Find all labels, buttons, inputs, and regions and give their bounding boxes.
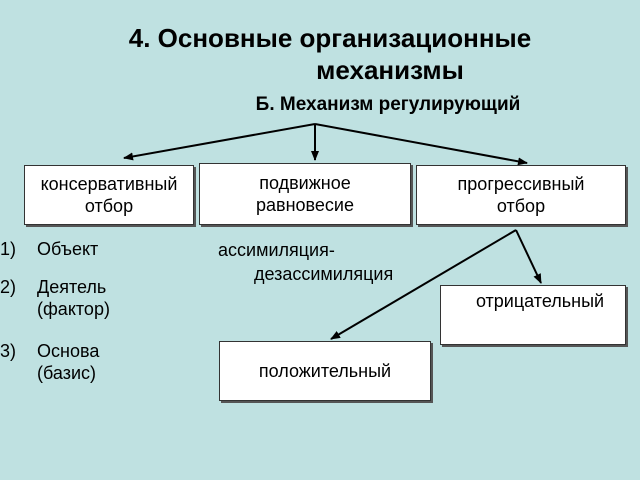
box-mobile-equilibrium: подвижное равновесие: [199, 163, 411, 225]
box-positive-label: положительный: [258, 361, 392, 381]
arrow-to-negative: [515, 229, 542, 284]
box-progressive-selection: прогрессивный отбор: [416, 165, 626, 225]
assimilation-line-1: ассимиляция-: [218, 240, 335, 260]
arrow-to-positive: [330, 229, 517, 340]
title-line-2: механизмы: [316, 55, 464, 85]
title-line-1: 4. Основные организационные: [128, 23, 532, 53]
box-conservative-label: консервативный отбор: [40, 174, 178, 216]
arrow-to-conservative: [123, 123, 316, 161]
assimilation-line-2: дезассимиляция: [254, 264, 394, 284]
assimilation-label: ассимиляция- дезассимиляция: [218, 238, 393, 286]
box-progressive-label: прогрессивный отбор: [457, 174, 585, 216]
box-mobile-label: подвижное равновесие: [256, 173, 354, 215]
box-positive: положительный: [219, 341, 431, 401]
box-negative: отрицательный: [440, 285, 626, 345]
box-conservative-selection: консервативный отбор: [24, 165, 194, 225]
box-negative-label: отрицательный: [475, 291, 605, 311]
subtitle-text: Б. Механизм регулирующий: [255, 94, 521, 115]
page-title: 4. Основные организационные механизмы: [60, 22, 600, 86]
arrow-to-progressive: [314, 123, 528, 166]
subtitle: Б. Механизм регулирующий: [0, 94, 640, 116]
